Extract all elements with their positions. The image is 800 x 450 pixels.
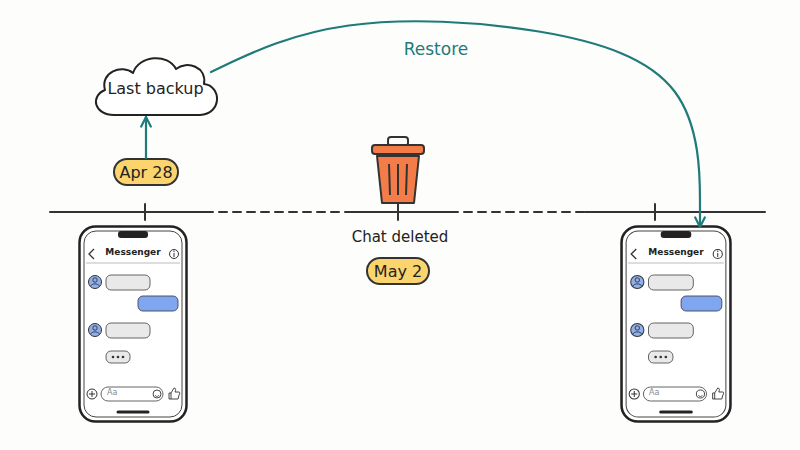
- phone-node: MessengerAa: [620, 225, 732, 423]
- node-title: May 2: [374, 262, 422, 281]
- edge-label: Restore: [376, 39, 496, 59]
- node-title: Apr 28: [119, 163, 172, 182]
- pill-node: May 2: [366, 257, 430, 285]
- connector-arrow: [145, 117, 147, 158]
- connector-arrow: [211, 21, 700, 227]
- node-title: Last backup: [88, 79, 223, 98]
- input-placeholder: Aa: [107, 388, 117, 397]
- trash-icon: [372, 137, 424, 203]
- input-placeholder: Aa: [649, 388, 659, 397]
- node-title: Messenger: [78, 247, 188, 257]
- node-title: Messenger: [620, 247, 732, 257]
- pill-node: Apr 28: [113, 158, 179, 186]
- event-label: Chat deleted: [330, 228, 470, 246]
- phone-node: MessengerAa: [78, 225, 188, 423]
- cloud-node: Last backup: [88, 52, 223, 117]
- timeline: [50, 204, 765, 220]
